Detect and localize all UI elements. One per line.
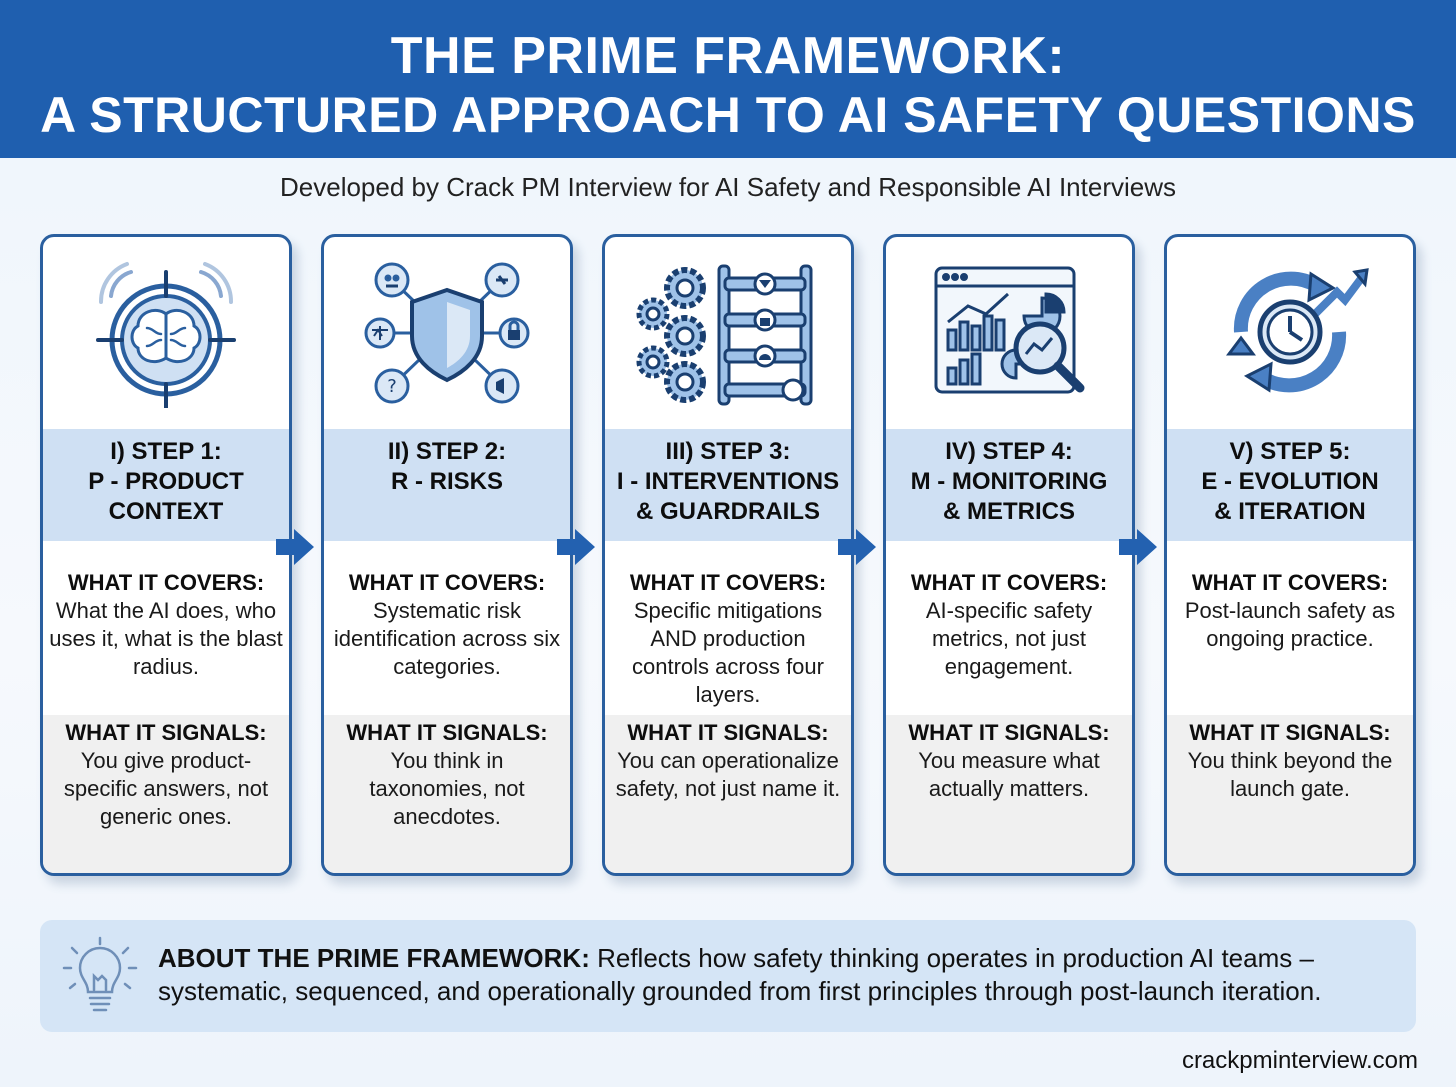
covers-section: WHAT IT COVERS: AI-specific safety metri… — [886, 541, 1132, 715]
step-number: II) STEP 2: — [387, 438, 507, 465]
subtitle: Developed by Crack PM Interview for AI S… — [280, 172, 1176, 202]
step-name: P - PRODUCT — [88, 468, 244, 495]
covers-section: WHAT IT COVERS: Post-launch safety as on… — [1167, 541, 1413, 715]
signals-title: WHAT IT SIGNALS: — [346, 720, 548, 745]
step-heading: I) STEP 1: P - PRODUCT CONTEXT — [43, 429, 289, 541]
step-heading: V) STEP 5: E - EVOLUTION & ITERATION — [1167, 429, 1413, 541]
dashboard-magnifier-icon — [886, 237, 1132, 429]
signals-body: You measure what actually matters. — [918, 748, 1100, 801]
covers-body: Specific mitigations AND production cont… — [632, 598, 824, 707]
signals-body: You think beyond the launch gate. — [1187, 748, 1393, 801]
step-number: I) STEP 1: — [110, 438, 222, 465]
covers-section: WHAT IT COVERS: Systematic risk identifi… — [324, 541, 570, 715]
step-heading: II) STEP 2: R - RISKS — [324, 429, 570, 541]
arrow-right-icon — [1119, 529, 1157, 565]
header-banner: THE PRIME FRAMEWORK: A STRUCTURED APPROA… — [0, 0, 1456, 158]
covers-title: WHAT IT COVERS: — [629, 570, 827, 595]
step-name: R - RISKS — [390, 468, 503, 495]
signals-body: You think in taxonomies, not anecdotes. — [369, 748, 525, 829]
signals-title: WHAT IT SIGNALS: — [627, 720, 829, 745]
step-name-cont: & GUARDRAILS — [636, 498, 820, 525]
covers-section: WHAT IT COVERS: Specific mitigations AND… — [605, 541, 851, 715]
about-text: ABOUT THE PRIME FRAMEWORK: Reflects how … — [158, 942, 1396, 1008]
step-name-cont: CONTEXT — [108, 498, 224, 525]
step-name-cont: & ITERATION — [1214, 498, 1366, 525]
clock-cycle-icon — [1167, 237, 1413, 429]
covers-body: Post-launch safety as ongoing practice. — [1184, 598, 1396, 651]
signals-section: WHAT IT SIGNALS: You measure what actual… — [886, 715, 1132, 873]
covers-body: Systematic risk identification across si… — [333, 598, 561, 679]
covers-section: WHAT IT COVERS: What the AI does, who us… — [43, 541, 289, 715]
svg-text:?: ? — [387, 376, 397, 397]
step-number: IV) STEP 4: — [945, 438, 1073, 465]
shield-network-icon: ? — [324, 237, 570, 429]
page-subtitle-heading: A STRUCTURED APPROACH TO AI SAFETY QUEST… — [40, 87, 1416, 143]
step-number: V) STEP 5: — [1229, 438, 1351, 465]
covers-title: WHAT IT COVERS: — [1191, 570, 1389, 595]
step-card-2: ? II) STEP 2: R - RISKS WHAT IT COVERS: … — [321, 234, 573, 876]
covers-body: What the AI does, who uses it, what is t… — [49, 598, 283, 679]
about-panel: ABOUT THE PRIME FRAMEWORK: Reflects how … — [40, 920, 1416, 1032]
arrow-right-icon — [838, 529, 876, 565]
step-heading: III) STEP 3: I - INTERVENTIONS & GUARDRA… — [605, 429, 851, 541]
covers-title: WHAT IT COVERS: — [348, 570, 546, 595]
page-title: THE PRIME FRAMEWORK: — [390, 27, 1066, 85]
about-body: Reflects how safety thinking operates in… — [158, 943, 1322, 1006]
step-name-cont: & METRICS — [943, 498, 1075, 525]
step-name: E - EVOLUTION — [1201, 468, 1379, 495]
footer-url: crackpminterview.com — [1181, 1047, 1418, 1074]
lightbulb-icon — [62, 936, 138, 1012]
step-card-5: V) STEP 5: E - EVOLUTION & ITERATION WHA… — [1164, 234, 1416, 876]
signals-section: WHAT IT SIGNALS: You can operationalize … — [605, 715, 851, 873]
step-heading: IV) STEP 4: M - MONITORING & METRICS — [886, 429, 1132, 541]
signals-body: You give product-specific answers, not g… — [63, 748, 269, 829]
step-name: I - INTERVENTIONS — [616, 468, 840, 495]
signals-section: WHAT IT SIGNALS: You think beyond the la… — [1167, 715, 1413, 873]
step-number: III) STEP 3: — [665, 438, 791, 465]
gears-ladder-icon — [605, 237, 851, 429]
signals-title: WHAT IT SIGNALS: — [908, 720, 1110, 745]
about-label: ABOUT THE PRIME FRAMEWORK: — [158, 943, 590, 973]
arrow-right-icon — [276, 529, 314, 565]
brain-target-icon — [43, 237, 289, 429]
step-card-1: I) STEP 1: P - PRODUCT CONTEXT WHAT IT C… — [40, 234, 292, 876]
signals-title: WHAT IT SIGNALS: — [65, 720, 267, 745]
step-name: M - MONITORING — [910, 468, 1108, 495]
signals-section: WHAT IT SIGNALS: You give product-specif… — [43, 715, 289, 873]
signals-section: WHAT IT SIGNALS: You think in taxonomies… — [324, 715, 570, 873]
step-card-4: IV) STEP 4: M - MONITORING & METRICS WHA… — [883, 234, 1135, 876]
covers-title: WHAT IT COVERS: — [67, 570, 265, 595]
arrow-right-icon — [557, 529, 595, 565]
covers-body: AI-specific safety metrics, not just eng… — [925, 598, 1093, 679]
signals-body: You can operationalize safety, not just … — [615, 748, 841, 801]
covers-title: WHAT IT COVERS: — [910, 570, 1108, 595]
signals-title: WHAT IT SIGNALS: — [1189, 720, 1391, 745]
step-card-3: III) STEP 3: I - INTERVENTIONS & GUARDRA… — [602, 234, 854, 876]
